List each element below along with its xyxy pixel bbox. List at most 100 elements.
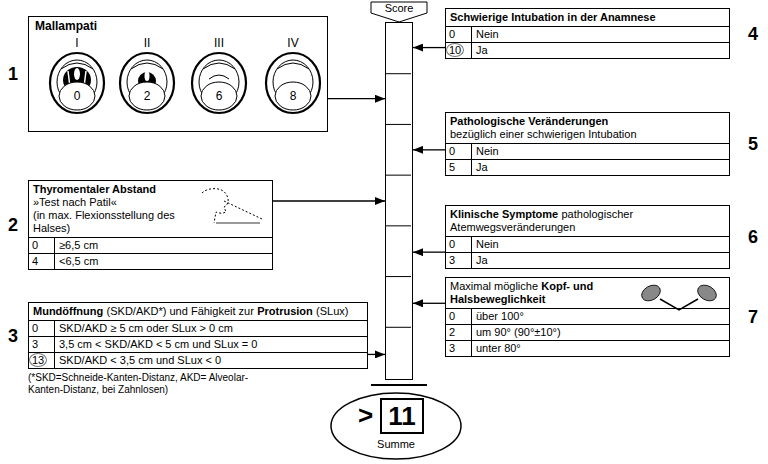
table-heading: Thyromentaler Abstand»Test nach Patil«(i… [29, 181, 187, 237]
score-column: Score [385, 22, 413, 380]
criterion-text: 3,5 cm < SKD/AKD < 5 cm und SLux = 0 [59, 338, 257, 350]
table-row: 0 Nein [446, 26, 729, 42]
score-value: 5 [449, 161, 455, 173]
score-cell: 0 [29, 321, 55, 336]
score-cell: 0 [446, 309, 472, 324]
score-table: Mundöffnung(SKD/AKD*) und Fähigkeit zurP… [28, 302, 368, 369]
class-numeral: III [204, 36, 234, 50]
class-score: 0 [62, 89, 92, 103]
criterion-cell: Ja [472, 253, 492, 268]
class-numeral: IV [278, 36, 308, 50]
table-row: 3 3,5 cm < SKD/AKD < 5 cm und SLux = 0 [29, 336, 367, 352]
class-numeral: II [132, 36, 162, 50]
score-value: 10 [446, 43, 464, 57]
criterion-cell: unter 80° [472, 341, 525, 356]
criterion-text: SKD/AKD ≥ 5 cm oder SLux > 0 cm [59, 322, 233, 334]
criterion-text: unter 80° [476, 342, 521, 354]
criterion-text: Ja [476, 161, 488, 173]
criterion-cell: SKD/AKD < 3,5 cm und SLux < 0 [55, 353, 225, 368]
score-cell: 0 [446, 237, 472, 252]
table-heading: Pathologische Veränderungenbezüglich ein… [446, 113, 729, 143]
table-row: 0 Nein [446, 236, 729, 252]
class-numeral: I [62, 36, 92, 50]
heading-text: (SKD/AKD*) und Fähigkeit zur [107, 305, 254, 317]
criterion-text: Ja [476, 44, 488, 56]
score-cell: 3 [29, 337, 55, 352]
heading-text: Mallampati [35, 19, 97, 33]
criterion-cell: über 100° [472, 309, 528, 324]
score-cell: 3 [446, 341, 472, 356]
table-row: 0 SKD/AKD ≥ 5 cm oder SLux > 0 cm [29, 320, 367, 336]
criterion-cell: 3,5 cm < SKD/AKD < 5 cm und SLux = 0 [55, 337, 261, 352]
score-cell: 13 [29, 353, 55, 368]
score-value: 0 [449, 238, 455, 250]
heading-text: Klinische Symptome [450, 208, 558, 220]
table-row: 13 SKD/AKD < 3,5 cm und SLux < 0 [29, 352, 367, 368]
threshold-value: 11 [382, 400, 422, 432]
score-value: 0 [32, 322, 38, 334]
criterion-text: Nein [476, 145, 499, 157]
criterion-cell: Nein [472, 237, 503, 252]
heading-text: Mundöffnung [33, 305, 103, 317]
comparison-sign: > [358, 400, 373, 430]
table-row: 4<6,5 cm [29, 253, 272, 269]
score-value: 0 [449, 310, 455, 322]
score-value: 0 [449, 28, 455, 40]
score-cell: 3 [446, 253, 472, 268]
criterion-text: SKD/AKD < 3,5 cm und SLux < 0 [59, 354, 221, 366]
criterion-cell: Ja [472, 43, 492, 58]
arrow-connector [368, 354, 385, 355]
arrow-connector [413, 149, 445, 150]
table-heading: Mundöffnung(SKD/AKD*) und Fähigkeit zurP… [29, 303, 367, 320]
score-value: 3 [449, 254, 455, 266]
criterion-cell: ≥6,5 cm [55, 238, 102, 253]
criterion-text: über 100° [476, 310, 524, 322]
callout-number: 7 [748, 307, 758, 327]
criterion-text: um 90° (90°±10°) [476, 326, 561, 338]
score-value: 3 [32, 338, 38, 350]
score-cell: 2 [446, 325, 472, 340]
criterion-text: ≥6,5 cm [59, 239, 98, 251]
table-row: 0 Nein [446, 143, 729, 159]
table-row: 3 unter 80° [446, 340, 729, 356]
head-tilt-illustration [633, 281, 725, 313]
class-score: 6 [204, 89, 234, 103]
arrow-connector [413, 47, 445, 48]
table-heading: Maximal möglicheKopf- und Halsbeweglichk… [446, 278, 614, 308]
score-cell: 0 [446, 144, 472, 159]
arrow-connector [413, 251, 445, 252]
sum-label: Summe [330, 438, 462, 451]
heading-text: (SLux) [316, 305, 348, 317]
arrow-connector [328, 98, 385, 99]
score-cell: 4 [29, 254, 55, 269]
score-value: 0 [32, 239, 38, 251]
criterion-cell: SKD/AKD ≥ 5 cm oder SLux > 0 cm [55, 321, 237, 336]
score-table: Maximal möglicheKopf- und Halsbeweglichk… [445, 277, 730, 357]
arrow-connector [273, 200, 385, 201]
table-row: 0 ≥6,5 cm [29, 237, 272, 253]
arrow-connector [413, 303, 445, 304]
score-table: Schwierige Intubation in der Anamnese 0 Ne… [445, 8, 730, 59]
score-cell: 5 [446, 160, 472, 175]
table-heading: Schwierige Intubation in der Anamnese [446, 9, 729, 26]
neck-illustration [194, 185, 268, 227]
class-score: 2 [132, 89, 162, 103]
criterion-cell: Nein [472, 144, 503, 159]
callout-number: 6 [748, 227, 758, 247]
class-score: 8 [278, 89, 308, 103]
table-row: 10 Ja [446, 42, 729, 58]
heading-text: Pathologische Veränderungen [450, 115, 725, 128]
heading-text: (in max. Flexionsstellung des Halses) [33, 209, 183, 235]
score-value: 3 [449, 342, 455, 354]
score-cell: 0 [29, 238, 55, 253]
criterion-text: Nein [476, 28, 499, 40]
score-value: 13 [29, 353, 47, 367]
callout-number: 4 [748, 24, 758, 44]
callout-number: 3 [8, 326, 18, 346]
score-value: 2 [449, 326, 455, 338]
heading-text: »Test nach Patil« [33, 196, 183, 209]
score-table: Pathologische Veränderungenbezüglich ein… [445, 112, 730, 176]
criterion-cell: Nein [472, 27, 503, 42]
mallampati-illustration [29, 17, 327, 131]
table-row: 0 über 100° [446, 308, 729, 324]
